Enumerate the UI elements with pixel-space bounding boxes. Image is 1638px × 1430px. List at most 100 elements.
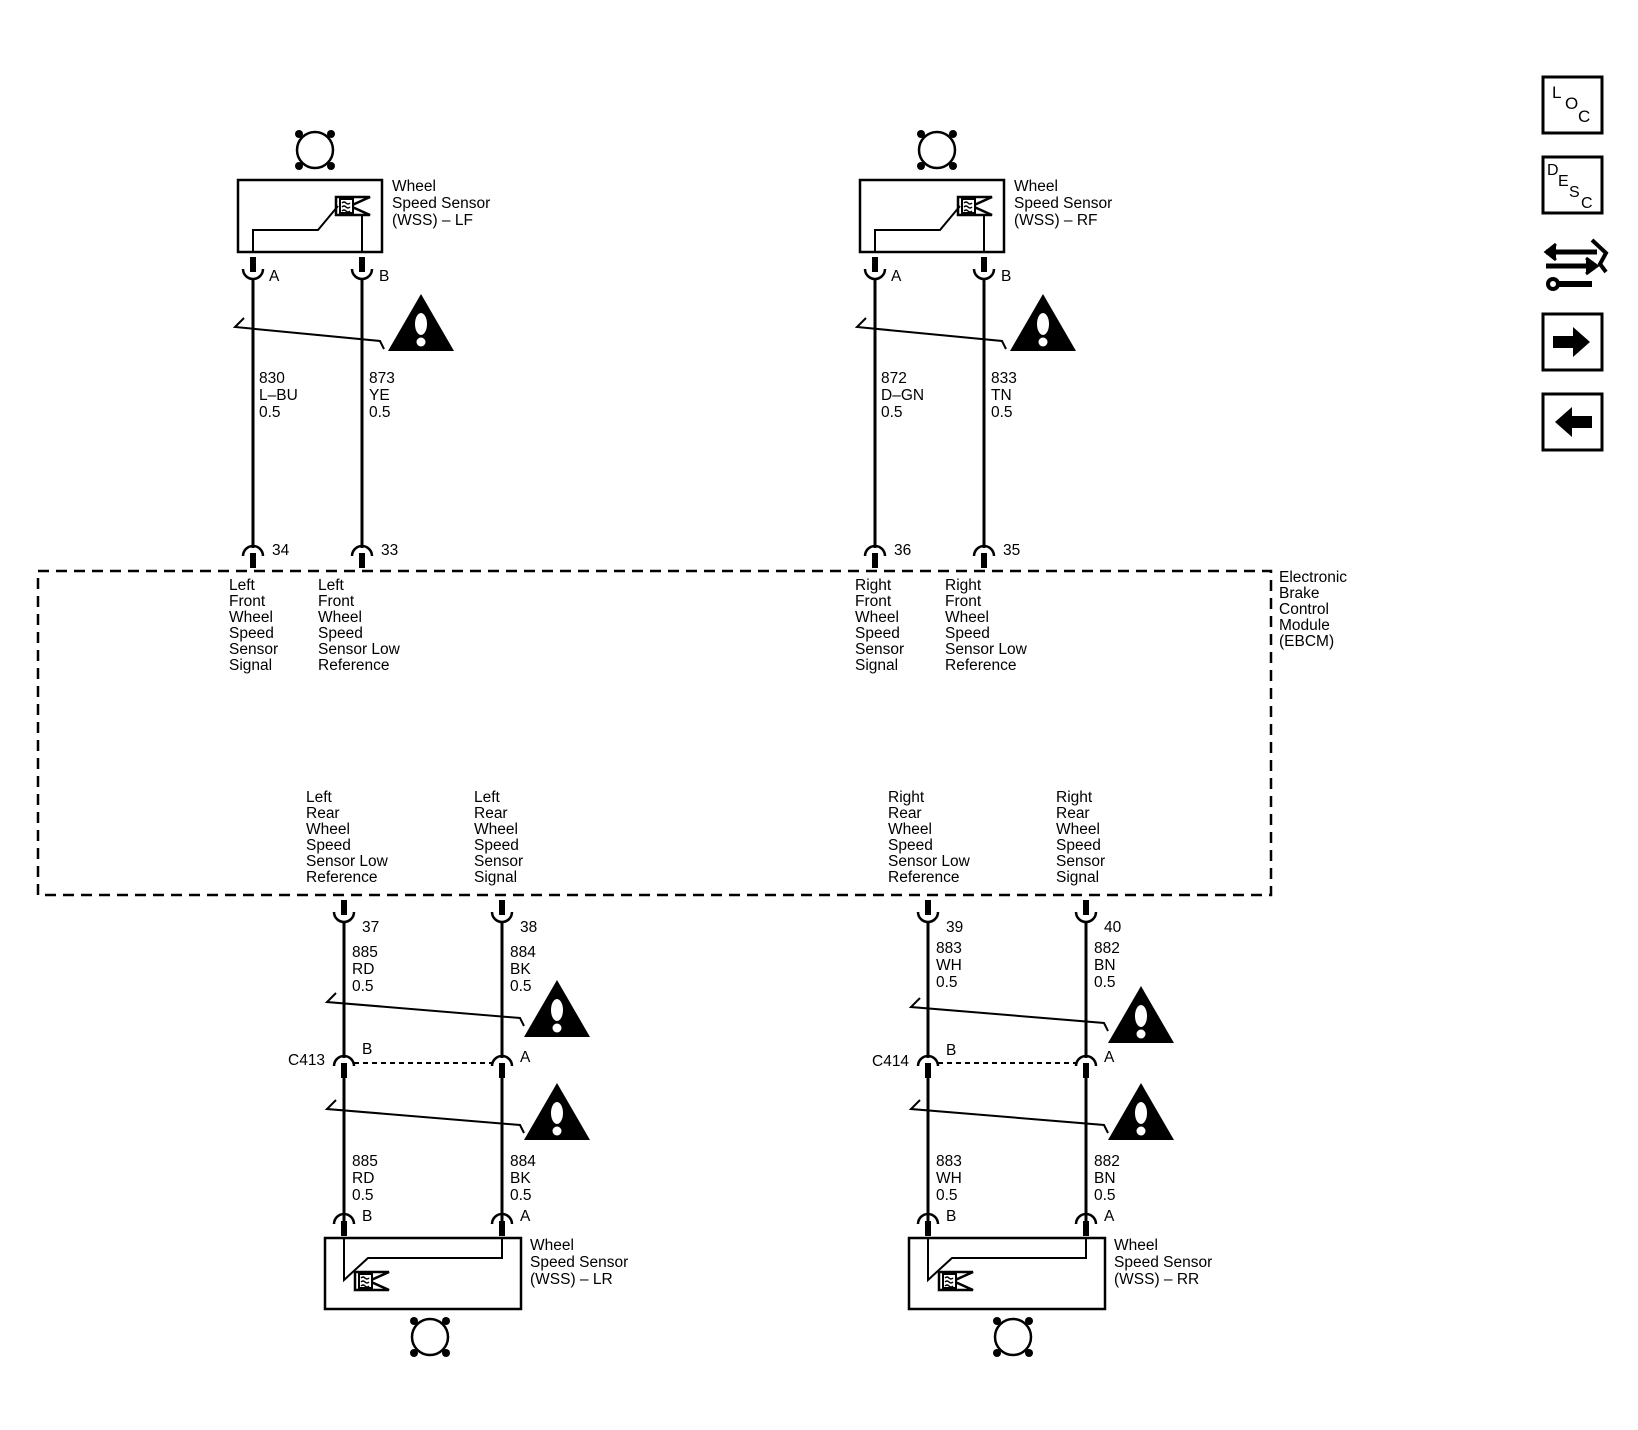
warning-icon-rr-lower <box>1108 1083 1174 1140</box>
warning-icon-rf <box>1010 294 1076 351</box>
wire-lf-a-color: L–BU <box>259 387 298 404</box>
svg-text:Sensor Low: Sensor Low <box>306 853 389 870</box>
module-label-3: Control <box>1279 601 1329 618</box>
wire-rf-b-color: TN <box>991 387 1012 404</box>
wire-rr-b-upper-gauge: 0.5 <box>936 974 958 991</box>
sensor-title-lf-2: Speed Sensor <box>392 195 490 212</box>
wire-lr-a-upper-circuit: 884 <box>510 944 536 961</box>
module-pin-35 <box>972 544 996 570</box>
wire-lr-b-upper-color: RD <box>352 961 374 978</box>
warning-icon-lf <box>388 294 454 351</box>
previous-button[interactable] <box>1541 392 1604 452</box>
svg-text:Sensor: Sensor <box>474 853 523 870</box>
sensor-title-rr-3: (WSS) – RR <box>1114 1271 1199 1288</box>
svg-text:Front: Front <box>855 593 892 610</box>
module-label-1: Electronic <box>1279 569 1347 586</box>
svg-text:Wheel: Wheel <box>945 609 989 626</box>
sensor-element-lf <box>252 195 372 252</box>
module-label-4: Module <box>1279 617 1330 634</box>
module-pin-38-function: Left Rear Wheel Speed Sensor Signal <box>474 789 523 886</box>
loc-button[interactable]: L O C <box>1541 75 1604 135</box>
wire-rf-a-circuit: 872 <box>881 370 907 387</box>
wire-lr-a-lower-circuit: 884 <box>510 1153 536 1170</box>
arrow-left-icon <box>1555 407 1592 437</box>
pin-label-lr-b: B <box>362 1208 372 1225</box>
svg-text:Reference: Reference <box>306 869 378 886</box>
svg-text:Signal: Signal <box>1056 869 1099 886</box>
wire-rr-a-lower-color: BN <box>1094 1170 1116 1187</box>
wheel-icon-rr <box>991 1315 1035 1359</box>
wheel-icon-lr <box>408 1315 452 1359</box>
svg-text:Wheel: Wheel <box>888 821 932 838</box>
svg-text:Left: Left <box>229 577 256 594</box>
svg-text:Signal: Signal <box>229 657 272 674</box>
sensor-lf-pin-a <box>241 255 265 281</box>
wire-lf-b-gauge: 0.5 <box>369 404 391 421</box>
module-pin-37-num: 37 <box>362 919 379 936</box>
twisted-pair-mark-rf <box>854 317 1007 350</box>
svg-text:O: O <box>1565 94 1578 113</box>
wire-lr-b-lower-circuit: 885 <box>352 1153 378 1170</box>
connector-c413-label: C413 <box>288 1052 325 1069</box>
twisted-pair-mark-lr-upper <box>324 992 525 1027</box>
connector-c414-pin-b-label: B <box>946 1042 956 1059</box>
sensor-title-lr-2: Speed Sensor <box>530 1254 628 1271</box>
svg-text:Front: Front <box>945 593 982 610</box>
pin-label-rf-b: B <box>1001 268 1011 285</box>
connector-c413-pin-b-label: B <box>362 1041 372 1058</box>
svg-text:Sensor Low: Sensor Low <box>318 641 401 658</box>
wire-lr-b-lower-color: RD <box>352 1170 374 1187</box>
wire-lr-b-upper-circuit: 885 <box>352 944 378 961</box>
svg-text:Right: Right <box>855 577 892 594</box>
svg-text:Speed: Speed <box>229 625 274 642</box>
svg-text:Speed: Speed <box>1056 837 1101 854</box>
connector-repair-button[interactable] <box>1543 238 1609 291</box>
wire-lf-a-gauge: 0.5 <box>259 404 281 421</box>
module-pin-35-function: Right Front Wheel Speed Sensor Low Refer… <box>945 577 1028 674</box>
connector-c413-pin-b <box>332 1054 356 1080</box>
pin-label-lf-b: B <box>379 268 389 285</box>
warning-icon-lr-upper <box>524 980 590 1037</box>
module-pin-36-function: Right Front Wheel Speed Sensor Signal <box>855 577 904 674</box>
connector-c414-pin-b <box>916 1054 940 1080</box>
sensor-title-rf-2: Speed Sensor <box>1014 195 1112 212</box>
svg-text:Rear: Rear <box>1056 805 1090 822</box>
twisted-pair-mark-rr-upper <box>908 997 1109 1032</box>
sensor-title-lr-1: Wheel <box>530 1237 574 1254</box>
ebcm-module-boundary <box>36 569 1273 897</box>
svg-text:Rear: Rear <box>474 805 508 822</box>
svg-text:Right: Right <box>945 577 982 594</box>
wheel-icon-rf <box>915 128 959 172</box>
svg-text:Rear: Rear <box>888 805 922 822</box>
module-pin-36-num: 36 <box>894 542 911 559</box>
wire-rr-b-lower-gauge: 0.5 <box>936 1187 958 1204</box>
svg-text:Speed: Speed <box>318 625 363 642</box>
svg-text:Speed: Speed <box>888 837 933 854</box>
next-button[interactable] <box>1541 312 1604 372</box>
svg-text:Wheel: Wheel <box>1056 821 1100 838</box>
sensor-title-lf-1: Wheel <box>392 178 436 195</box>
connector-c413-pin-a <box>490 1054 514 1080</box>
sensor-title-rf-3: (WSS) – RF <box>1014 212 1098 229</box>
twisted-pair-mark-rr-lower <box>908 1099 1109 1134</box>
wire-rf-b-gauge: 0.5 <box>991 404 1013 421</box>
sensor-title-rr-2: Speed Sensor <box>1114 1254 1212 1271</box>
connector-c413-pin-a-label: A <box>520 1049 531 1066</box>
svg-text:Wheel: Wheel <box>855 609 899 626</box>
svg-text:Left: Left <box>474 789 501 806</box>
svg-text:Wheel: Wheel <box>318 609 362 626</box>
desc-button[interactable]: D E S C <box>1541 155 1604 215</box>
arrow-right-icon <box>1553 327 1590 357</box>
sensor-element-lr <box>343 1238 503 1292</box>
wire-rr-b-lower-circuit: 883 <box>936 1153 962 1170</box>
twisted-pair-mark-lr-lower <box>324 1099 525 1134</box>
svg-text:Speed: Speed <box>855 625 900 642</box>
svg-text:Left: Left <box>318 577 345 594</box>
pin-label-rr-a: A <box>1104 1208 1115 1225</box>
wire-lr-a-lower-gauge: 0.5 <box>510 1187 532 1204</box>
module-label-5: (EBCM) <box>1279 633 1334 650</box>
svg-text:Sensor: Sensor <box>855 641 904 658</box>
wire-rr-b-lower-color: WH <box>936 1170 962 1187</box>
module-pin-37-function: Left Rear Wheel Speed Sensor Low Referen… <box>306 789 389 886</box>
